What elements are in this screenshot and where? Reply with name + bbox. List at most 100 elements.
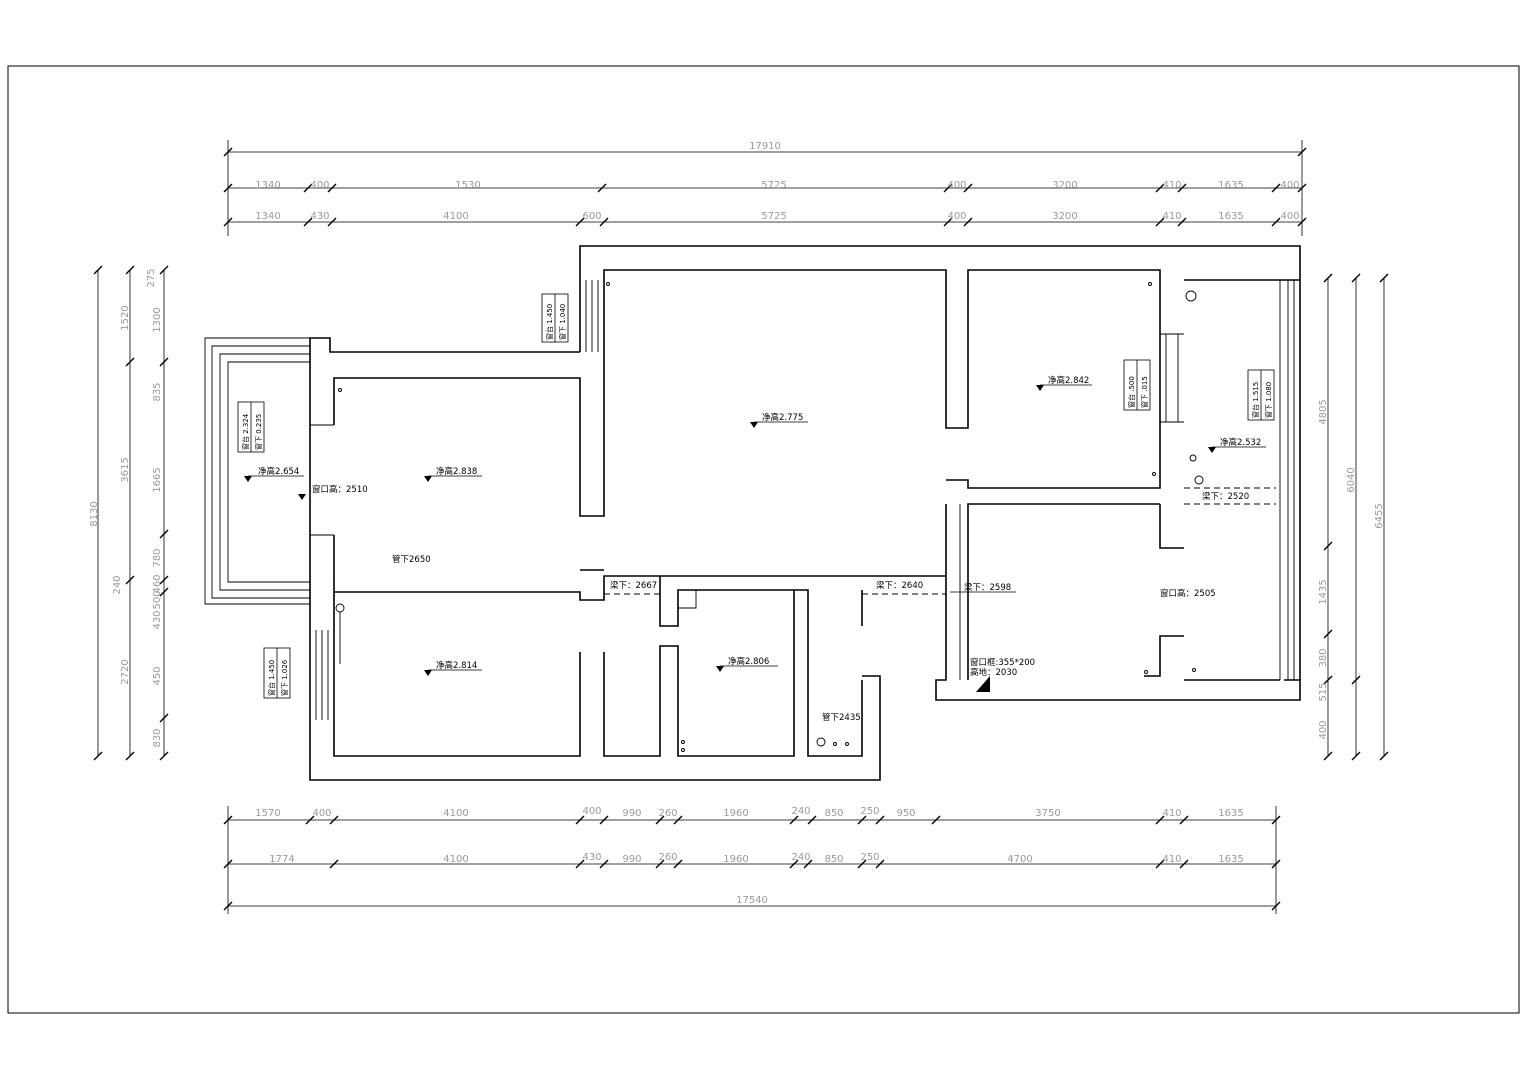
pipe-icon bbox=[335, 603, 345, 613]
walls bbox=[204, 245, 1301, 781]
top-row1-dim: 410 bbox=[1162, 180, 1181, 191]
left-mid-dim: 240 bbox=[112, 575, 123, 594]
bottom-row1-dim: 1960 bbox=[723, 808, 748, 819]
top-row2-dim: 5725 bbox=[761, 211, 786, 222]
dimension-tick bbox=[673, 815, 683, 825]
corner-dot-icon bbox=[681, 740, 685, 744]
dimension-tick bbox=[159, 265, 169, 275]
bottom-dimension-texts: 1570 400 4100 400 990 260 1960 240 850 2… bbox=[255, 806, 1243, 906]
dimension-tick bbox=[1351, 675, 1361, 685]
fixture-symbols bbox=[335, 282, 1204, 752]
left-mid-dim: 1520 bbox=[120, 305, 131, 330]
bottom-row1-dim: 250 bbox=[860, 806, 879, 817]
beam-label: 梁下：2667 bbox=[610, 581, 657, 591]
right-inner-dim: 4805 bbox=[1318, 399, 1329, 424]
level-marker-icon bbox=[1036, 385, 1044, 391]
dimension-tick bbox=[1323, 751, 1333, 761]
dimension-tick bbox=[599, 815, 609, 825]
level-marker-icon bbox=[1208, 447, 1216, 453]
drain-icon bbox=[833, 742, 837, 746]
dimension-tick bbox=[857, 859, 867, 869]
beam-lines bbox=[604, 487, 1276, 595]
bottom-row1-dim: 850 bbox=[824, 808, 843, 819]
dimension-tick bbox=[599, 859, 609, 869]
bottom-row2-dim: 1774 bbox=[269, 854, 294, 865]
corner-dot-icon bbox=[1148, 282, 1152, 286]
bottom-row1-dim: 410 bbox=[1162, 808, 1181, 819]
living-room-height-label: 净高2.775 bbox=[762, 412, 803, 423]
left-inner-dim: 1665 bbox=[152, 467, 163, 492]
right-mid-dim: 6040 bbox=[1346, 467, 1357, 492]
beam-label: 梁下：2598 bbox=[964, 583, 1011, 593]
dimension-tick bbox=[327, 183, 337, 193]
bottom-row1-dim: 400 bbox=[312, 808, 331, 819]
sill-text: 窗下 1.040 bbox=[558, 304, 567, 340]
bottom-row1-dim: 260 bbox=[658, 808, 677, 819]
dimension-tick bbox=[223, 859, 233, 869]
bottom-row1-dim: 1635 bbox=[1218, 808, 1243, 819]
dimension-tick bbox=[1177, 217, 1187, 227]
beam-label: 梁下：2520 bbox=[1202, 492, 1249, 502]
dimension-tick bbox=[1155, 217, 1165, 227]
bottom-row2-dim: 410 bbox=[1162, 854, 1181, 865]
dimension-tick bbox=[1297, 217, 1307, 227]
bottom-row2-dim: 250 bbox=[860, 852, 879, 863]
top-row2-dim: 400 bbox=[947, 211, 966, 222]
sill-text: 窗下 .015 bbox=[1140, 376, 1149, 408]
dimension-tick bbox=[159, 529, 169, 539]
left-outer-dim: 8130 bbox=[89, 501, 100, 526]
dimension-tick bbox=[963, 183, 973, 193]
dimension-tick bbox=[125, 357, 135, 367]
left-inner-dim: 780 bbox=[152, 548, 163, 567]
left-inner-dim: 275 bbox=[146, 268, 157, 287]
level-marker-icon bbox=[750, 422, 758, 428]
top-total-dimension: 17910 bbox=[749, 141, 781, 152]
corner-dot-icon bbox=[1152, 472, 1156, 476]
top-row1-dim: 5725 bbox=[761, 180, 786, 191]
dimension-tick bbox=[1323, 273, 1333, 283]
dimension-tick bbox=[1271, 217, 1281, 227]
bottom-row1-dim: 950 bbox=[896, 808, 915, 819]
left-inner-dim: 500 bbox=[152, 590, 163, 609]
right-window-height-label: 窗口高：2505 bbox=[1160, 588, 1216, 599]
pipe-height-label: 管下2650 bbox=[392, 554, 431, 565]
dimension-tick bbox=[575, 217, 585, 227]
dimension-tick bbox=[159, 751, 169, 761]
dimension-tick bbox=[803, 859, 813, 869]
dimension-tick bbox=[655, 815, 665, 825]
dimension-tick bbox=[329, 859, 339, 869]
drain-icon bbox=[845, 742, 849, 746]
bedroom-upper-right-height-label: 净高2.842 bbox=[1048, 375, 1089, 386]
top-row1-dim: 400 bbox=[947, 180, 966, 191]
drain-icon bbox=[1189, 454, 1197, 462]
right-inner-dim: 380 bbox=[1318, 648, 1329, 667]
top-row2-dim: 3200 bbox=[1052, 211, 1077, 222]
dimension-tick bbox=[1271, 859, 1281, 869]
dimension-tick bbox=[1351, 751, 1361, 761]
kitchen-pipe-label: 管下2435 bbox=[822, 712, 861, 723]
dimension-tick bbox=[1351, 273, 1361, 283]
bottom-row2-dim: 4100 bbox=[443, 854, 468, 865]
dimension-tick bbox=[597, 183, 607, 193]
beam-label: 梁下：2640 bbox=[876, 581, 923, 591]
dimension-tick bbox=[1297, 147, 1307, 157]
right-inner-dim: 515 bbox=[1318, 682, 1329, 701]
dimension-tick bbox=[575, 859, 585, 869]
bedroom-lower-left-height-label: 净高2.814 bbox=[436, 660, 477, 671]
right-outer-dim: 6455 bbox=[1374, 503, 1385, 528]
corner-dot-icon bbox=[681, 748, 685, 752]
sill-text: 窗下 0.235 bbox=[254, 414, 263, 450]
top-row1-dim: 1340 bbox=[255, 180, 280, 191]
dimension-tick bbox=[93, 265, 103, 275]
window-sill-box: 窗台 1.450 窗下 1.026 bbox=[263, 647, 291, 699]
bottom-row2-dim: 990 bbox=[622, 854, 641, 865]
dimension-tick bbox=[303, 183, 313, 193]
dimension-tick bbox=[1297, 183, 1307, 193]
level-marker-icon bbox=[424, 670, 432, 676]
top-dimension-texts: 17910 1340 400 1530 5725 400 3200 410 16… bbox=[255, 141, 1299, 222]
left-inner-dim: 460 bbox=[152, 574, 163, 593]
dimension-tick bbox=[931, 815, 941, 825]
dimension-tick bbox=[125, 265, 135, 275]
dimension-tick bbox=[305, 815, 315, 825]
